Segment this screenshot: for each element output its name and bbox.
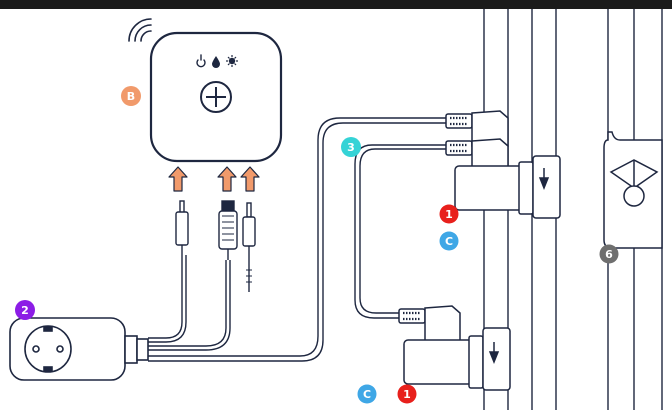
wifi-icon [128,18,152,42]
badge-plug [15,300,35,320]
flow-valve [603,131,663,249]
ethernet-connector [218,200,238,260]
badge-cable-split [341,137,361,157]
power-connector [175,200,189,255]
badge-valve-lower-letter-label: C [363,388,371,401]
badge-hub [121,86,141,106]
power-plug [9,317,149,381]
badge-valve-upper-number [439,204,459,224]
arrow-power [168,166,188,192]
badge-valve-upper-letter [439,231,459,251]
badge-flow-valve [599,244,619,264]
badge-hub-label: B [127,90,135,103]
badge-flow-valve-label: 6 [605,248,613,261]
valve-lower [398,305,511,391]
cables [148,117,446,362]
hub: B [121,18,283,163]
arrow-ethernet [217,166,237,192]
sun-icon [226,55,238,67]
badge-valve-lower-letter [357,384,377,404]
valve-upper [445,110,561,219]
badge-valve-upper-letter-label: C [445,235,453,248]
badge-cable-split-label: 3 [347,141,355,154]
top-bar [0,0,672,9]
badge-valve-lower-number [397,384,417,404]
badge-valve-lower-number-label: 1 [403,388,411,401]
water-drop-icon [212,56,220,68]
connection-arrows [168,166,260,192]
audio-connector [242,202,256,292]
dpad-icon [200,81,232,113]
arrow-audio [240,166,260,192]
connectors [175,200,256,292]
power-icon [196,54,206,68]
badge-valve-upper-number-label: 1 [445,208,453,221]
badge-plug-label: 2 [21,304,29,317]
